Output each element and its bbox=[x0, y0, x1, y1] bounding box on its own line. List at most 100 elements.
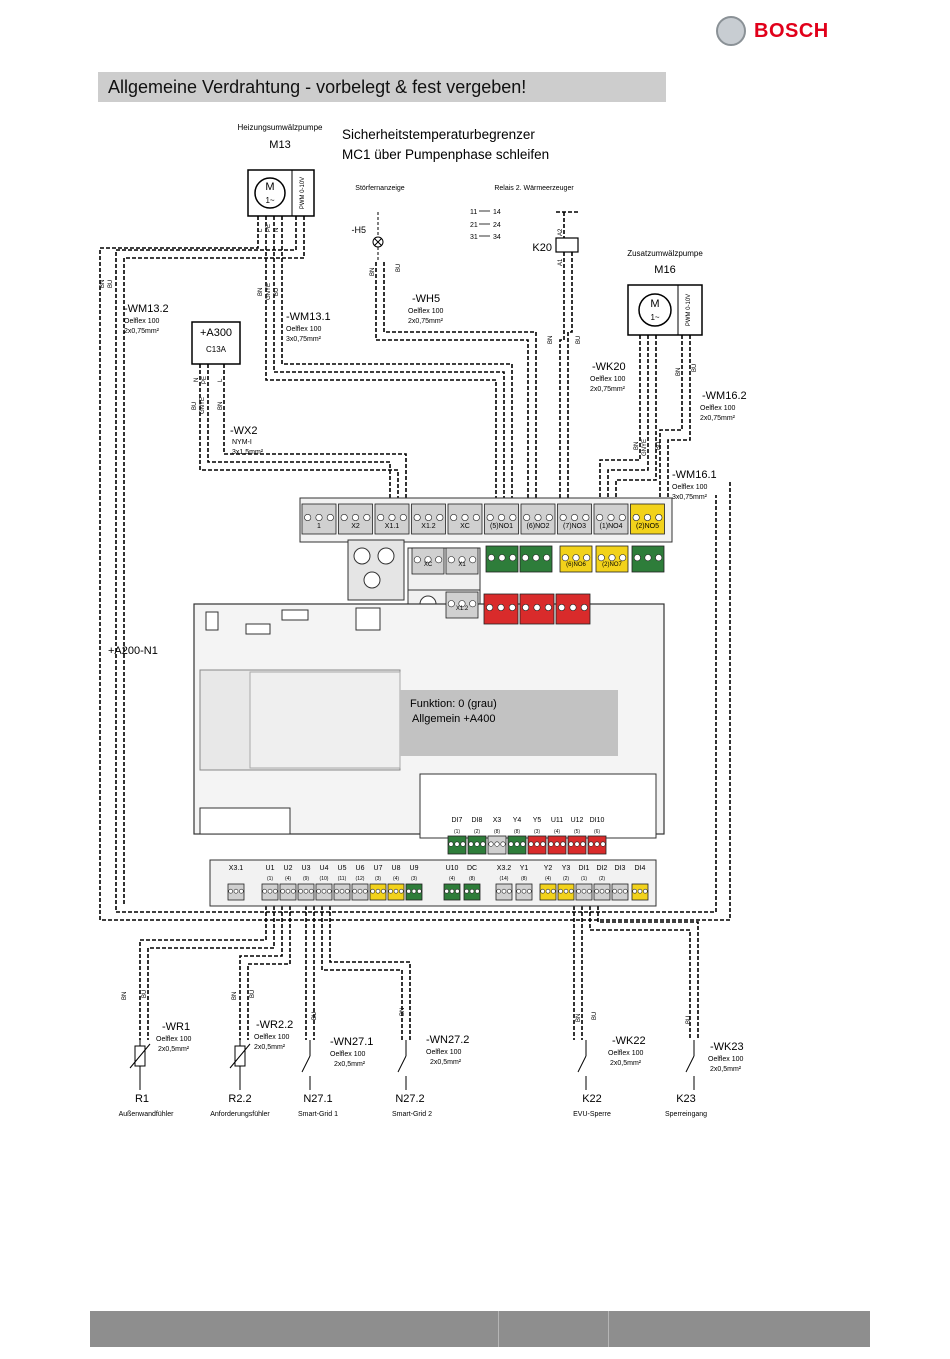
k20-contacts: 11 14 21 24 31 34 bbox=[470, 209, 501, 241]
svg-text:Oelflex 100: Oelflex 100 bbox=[700, 405, 736, 412]
terminal-screw-icon bbox=[580, 841, 586, 847]
terminal-number: (11) bbox=[338, 876, 347, 882]
terminal-number: (5) bbox=[574, 829, 580, 835]
terminal-screw-icon bbox=[618, 513, 626, 521]
terminal-screw-icon bbox=[480, 841, 486, 847]
terminal-label: U3 bbox=[302, 865, 311, 872]
k20-relay-icon: K20 bbox=[532, 237, 579, 254]
terminal-label: DI10 bbox=[590, 817, 605, 824]
page-title: Allgemeine Verdrahtung - vorbelegt & fes… bbox=[108, 77, 527, 97]
terminal-label: U4 bbox=[320, 865, 329, 872]
terminal-screw-icon bbox=[388, 888, 393, 894]
terminal-screw-icon bbox=[486, 513, 494, 521]
terminal-label: Y1 bbox=[520, 865, 529, 872]
svg-text:Oelflex 100: Oelflex 100 bbox=[330, 1051, 366, 1058]
terminal-screw-icon bbox=[487, 554, 495, 562]
terminal-screw-icon bbox=[393, 888, 399, 894]
terminal-screw-icon bbox=[304, 513, 312, 521]
m13-pump: M 1~ PWM 0-10V bbox=[247, 169, 315, 217]
svg-text:-WK22: -WK22 bbox=[612, 1035, 646, 1047]
terminal-screw-icon bbox=[454, 841, 460, 847]
terminal-screw-icon bbox=[497, 603, 505, 611]
terminal-screw-icon bbox=[551, 888, 556, 894]
terminal-label: Y2 bbox=[544, 865, 553, 872]
terminal-screw-icon bbox=[605, 888, 610, 894]
terminal-screw-icon bbox=[582, 513, 590, 521]
terminal-screw-icon bbox=[600, 841, 606, 847]
cable-wr1: -WR1 Oelflex 100 2x0,5mm² bbox=[156, 1021, 192, 1053]
terminal-screw-icon bbox=[273, 888, 278, 894]
terminal-number: (1) bbox=[454, 829, 460, 835]
m16-motor-icon bbox=[638, 293, 672, 327]
m13-motor-symbol: M bbox=[265, 181, 274, 193]
terminal-screw-icon bbox=[581, 888, 587, 894]
svg-text:R1: R1 bbox=[135, 1093, 149, 1105]
terminal-screw-icon bbox=[619, 554, 627, 562]
terminal-screw-icon bbox=[472, 513, 480, 521]
terminal-screw-icon bbox=[468, 841, 474, 847]
svg-text:BU: BU bbox=[592, 1012, 598, 1020]
svg-text:Oelflex 100: Oelflex 100 bbox=[708, 1056, 744, 1063]
cable-wm16-2: -WM16.2 Oelflex 100 2x0,75mm² bbox=[700, 390, 747, 422]
terminal-label: U5 bbox=[338, 865, 347, 872]
svg-text:Oelflex 100: Oelflex 100 bbox=[124, 318, 160, 325]
svg-text:PE: PE bbox=[202, 376, 208, 384]
terminal-number: (9) bbox=[303, 876, 309, 882]
svg-text:-WN27.1: -WN27.1 bbox=[330, 1036, 373, 1048]
svg-text:-WX2: -WX2 bbox=[230, 425, 258, 437]
terminal-screw-icon bbox=[450, 513, 458, 521]
terminal-screw-icon bbox=[534, 513, 542, 521]
k22-switch-icon bbox=[577, 1040, 587, 1090]
terminal-screw-icon bbox=[352, 888, 357, 894]
terminal-screw-icon bbox=[569, 888, 574, 894]
cable-wk23: -WK23 Oelflex 100 2x0,5mm² bbox=[708, 1041, 744, 1073]
svg-text:3x1,5mm²: 3x1,5mm² bbox=[232, 449, 264, 456]
cable-wm13-2: -WM13.2 Oelflex 100 2x0,75mm² bbox=[124, 303, 169, 335]
svg-text:GNYE: GNYE bbox=[266, 283, 272, 300]
terminal-screw-icon bbox=[363, 888, 368, 894]
terminal-screw-icon bbox=[655, 513, 663, 521]
terminal-screw-icon bbox=[486, 603, 494, 611]
terminal-screw-icon bbox=[599, 888, 605, 894]
terminal-screw-icon bbox=[375, 888, 381, 894]
cable-wk20: -WK20 Oelflex 100 2x0,75mm² bbox=[590, 361, 626, 393]
terminal-label: Y5 bbox=[533, 817, 542, 824]
terminal-screw-icon bbox=[345, 888, 350, 894]
svg-text:Außenwandfühler: Außenwandfühler bbox=[119, 1111, 175, 1118]
terminal-screw-icon bbox=[558, 603, 566, 611]
svg-text:3x0,75mm²: 3x0,75mm² bbox=[286, 336, 322, 343]
terminal-screw-icon bbox=[447, 556, 455, 564]
terminal-number: (14) bbox=[500, 876, 509, 882]
m13-caption: Heizungsumwälzpumpe bbox=[238, 123, 323, 132]
svg-text:-WR2.2: -WR2.2 bbox=[256, 1019, 293, 1031]
terminal-label: X3 bbox=[493, 817, 502, 824]
terminal-screw-icon bbox=[632, 888, 637, 894]
terminal-screw-icon bbox=[309, 888, 314, 894]
svg-text:Oelflex 100: Oelflex 100 bbox=[286, 326, 322, 333]
terminal-screw-icon bbox=[516, 888, 521, 894]
svg-text:Oelflex 100: Oelflex 100 bbox=[156, 1036, 192, 1043]
terminal-screw-icon bbox=[461, 513, 469, 521]
terminal-screw-icon bbox=[316, 888, 321, 894]
terminal-number: (3) bbox=[534, 829, 540, 835]
terminal-screw-icon bbox=[363, 513, 371, 521]
terminal-number: (4) bbox=[545, 876, 551, 882]
r1-sensor-icon bbox=[129, 1040, 151, 1090]
terminal-screw-icon bbox=[411, 888, 417, 894]
terminal-screw-icon bbox=[594, 841, 600, 847]
svg-text:Oelflex 100: Oelflex 100 bbox=[608, 1050, 644, 1057]
terminal-number: (4) bbox=[554, 829, 560, 835]
terminal-label: U2 bbox=[284, 865, 293, 872]
svg-text:14: 14 bbox=[493, 209, 501, 216]
terminal-label: DI1 bbox=[579, 865, 590, 872]
svg-text:BU: BU bbox=[692, 364, 698, 372]
m13-label: M13 bbox=[269, 139, 290, 151]
terminal-screw-icon bbox=[644, 554, 652, 562]
stb-note-line2: MC1 über Pumpenphase schleifen bbox=[342, 147, 549, 162]
cable-wk22: -WK22 Oelflex 100 2x0,5mm² bbox=[608, 1035, 646, 1067]
terminal-screw-icon bbox=[623, 888, 628, 894]
terminal-screw-icon bbox=[612, 888, 617, 894]
svg-text:A2: A2 bbox=[558, 228, 564, 236]
terminal-label: XC bbox=[460, 523, 470, 530]
terminal-screw-icon bbox=[561, 554, 569, 562]
